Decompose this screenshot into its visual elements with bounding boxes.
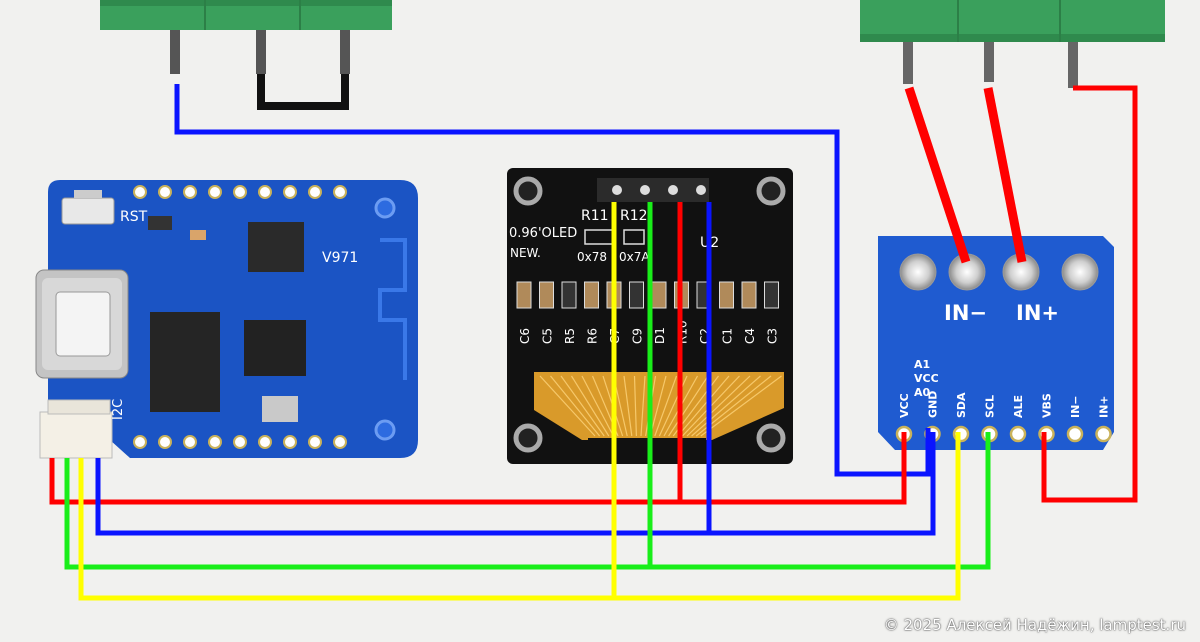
oled-smd-part	[561, 281, 577, 309]
d1-mini-board: RST V971 I2C	[35, 180, 418, 459]
copyright-notice: © 2025 Алексей Надёжин, lamptest.ru	[883, 616, 1186, 634]
ribbon-trace	[539, 375, 596, 437]
ina-pin-label: GND	[927, 391, 940, 418]
flash-chip	[248, 222, 304, 272]
ina-pin-label: ALE	[1012, 395, 1025, 418]
wire-blue-top	[174, 84, 931, 477]
ina-pin-5[interactable]	[1009, 425, 1027, 443]
ina-pin-label: IN+	[1098, 395, 1111, 418]
wires-red-terminal	[904, 85, 1138, 503]
rst-label: RST	[120, 209, 148, 225]
i2c-label: I2C	[111, 399, 126, 420]
oled-smd-part	[539, 281, 554, 309]
ina-pin-label: VCC	[898, 393, 911, 418]
wire-yellow-sda	[78, 202, 961, 601]
wire-red-vcc	[49, 202, 907, 505]
in-minus-label: IN−	[944, 301, 987, 325]
ina-pin-label: SDA	[955, 392, 968, 418]
ina-pin-labels: VCC GND SDA SCL ALE VBS IN− IN+	[898, 391, 1111, 418]
i2c-connector[interactable]	[39, 399, 113, 459]
chip-label: V971	[322, 250, 358, 266]
ribbon-trace	[581, 375, 614, 437]
oled-smd-part	[584, 281, 599, 309]
ribbon-trace	[550, 375, 601, 437]
ribbon-trace	[560, 375, 605, 437]
wire-blue-gnd	[95, 202, 936, 536]
esp-chip	[244, 320, 306, 376]
smd-component	[190, 230, 206, 240]
header-holes-bottom	[133, 435, 347, 449]
antenna-trace	[378, 238, 407, 380]
addr-vcc-label: VCC	[914, 372, 939, 385]
addr-a0-label: A0	[914, 386, 931, 399]
ribbon-trace	[654, 375, 678, 437]
oled-smd-part	[629, 281, 644, 309]
ribbon-trace	[700, 375, 782, 437]
oled-component-label: R6	[586, 328, 600, 344]
jumper-wire-black	[257, 74, 349, 110]
smd-component	[148, 216, 172, 230]
oled-component-label: D1	[653, 327, 667, 344]
oled-component-label: C9	[631, 328, 645, 344]
terminal-block-left	[100, 0, 392, 74]
ina-pin-label: VBS	[1041, 393, 1054, 418]
reset-button[interactable]	[61, 197, 115, 225]
in-plus-label: IN+	[1016, 301, 1059, 325]
oled-component-label: C3	[766, 328, 780, 344]
terminal-block-right	[860, 0, 1165, 88]
wire-green-scl	[64, 202, 991, 570]
oled-flex-ribbon	[534, 372, 784, 440]
oled-component-label: R5	[563, 328, 577, 344]
mounting-hole	[374, 197, 396, 219]
addr-a1-label: A1	[914, 358, 930, 371]
oled-smd-part	[651, 281, 667, 309]
oled-component-label: C1	[721, 328, 735, 344]
oled-smd-part	[741, 281, 757, 309]
ina-pad	[1061, 253, 1099, 291]
oled-component-label: C4	[743, 328, 757, 344]
usb-c-connector[interactable]	[35, 269, 129, 379]
ribbon-trace	[686, 375, 751, 437]
ribbon-trace	[691, 375, 761, 437]
oled-component-label: C6	[518, 328, 532, 344]
ina-pin-label: IN−	[1069, 395, 1082, 418]
ribbon-trace	[668, 375, 709, 437]
ina-pin-7[interactable]	[1066, 425, 1084, 443]
oled-smd-part	[764, 281, 779, 309]
mounting-hole	[374, 419, 396, 441]
oled-smd-part	[516, 281, 532, 309]
oled-new-label: NEW.	[510, 246, 541, 260]
ribbon-trace	[649, 375, 667, 437]
addr2-label: 0x7A	[619, 250, 650, 264]
ribbon-trace	[677, 375, 730, 437]
oled-title: 0.96'OLED	[509, 226, 577, 241]
ribbon-trace	[623, 375, 633, 437]
usb-serial-chip	[150, 312, 220, 412]
ina-pad	[899, 253, 937, 291]
header-holes-top	[133, 185, 347, 199]
ribbon-trace	[633, 375, 637, 437]
r11-label: R11	[581, 208, 609, 224]
ribbon-trace	[640, 375, 646, 437]
oled-component-label: C5	[541, 328, 555, 344]
ribbon-trace	[570, 375, 610, 437]
ina-board: IN− IN+ A1 VCC A0 VCC GND SDA SCL ALE VBS IN− I…	[878, 236, 1114, 450]
addr1-label: 0x78	[577, 250, 607, 264]
oled-smd-part	[719, 281, 734, 309]
r12-label: R12	[620, 208, 648, 224]
ina-pin-label: SCL	[984, 395, 997, 418]
ina-pin-8[interactable]	[1095, 425, 1112, 443]
smd-component	[262, 396, 298, 422]
